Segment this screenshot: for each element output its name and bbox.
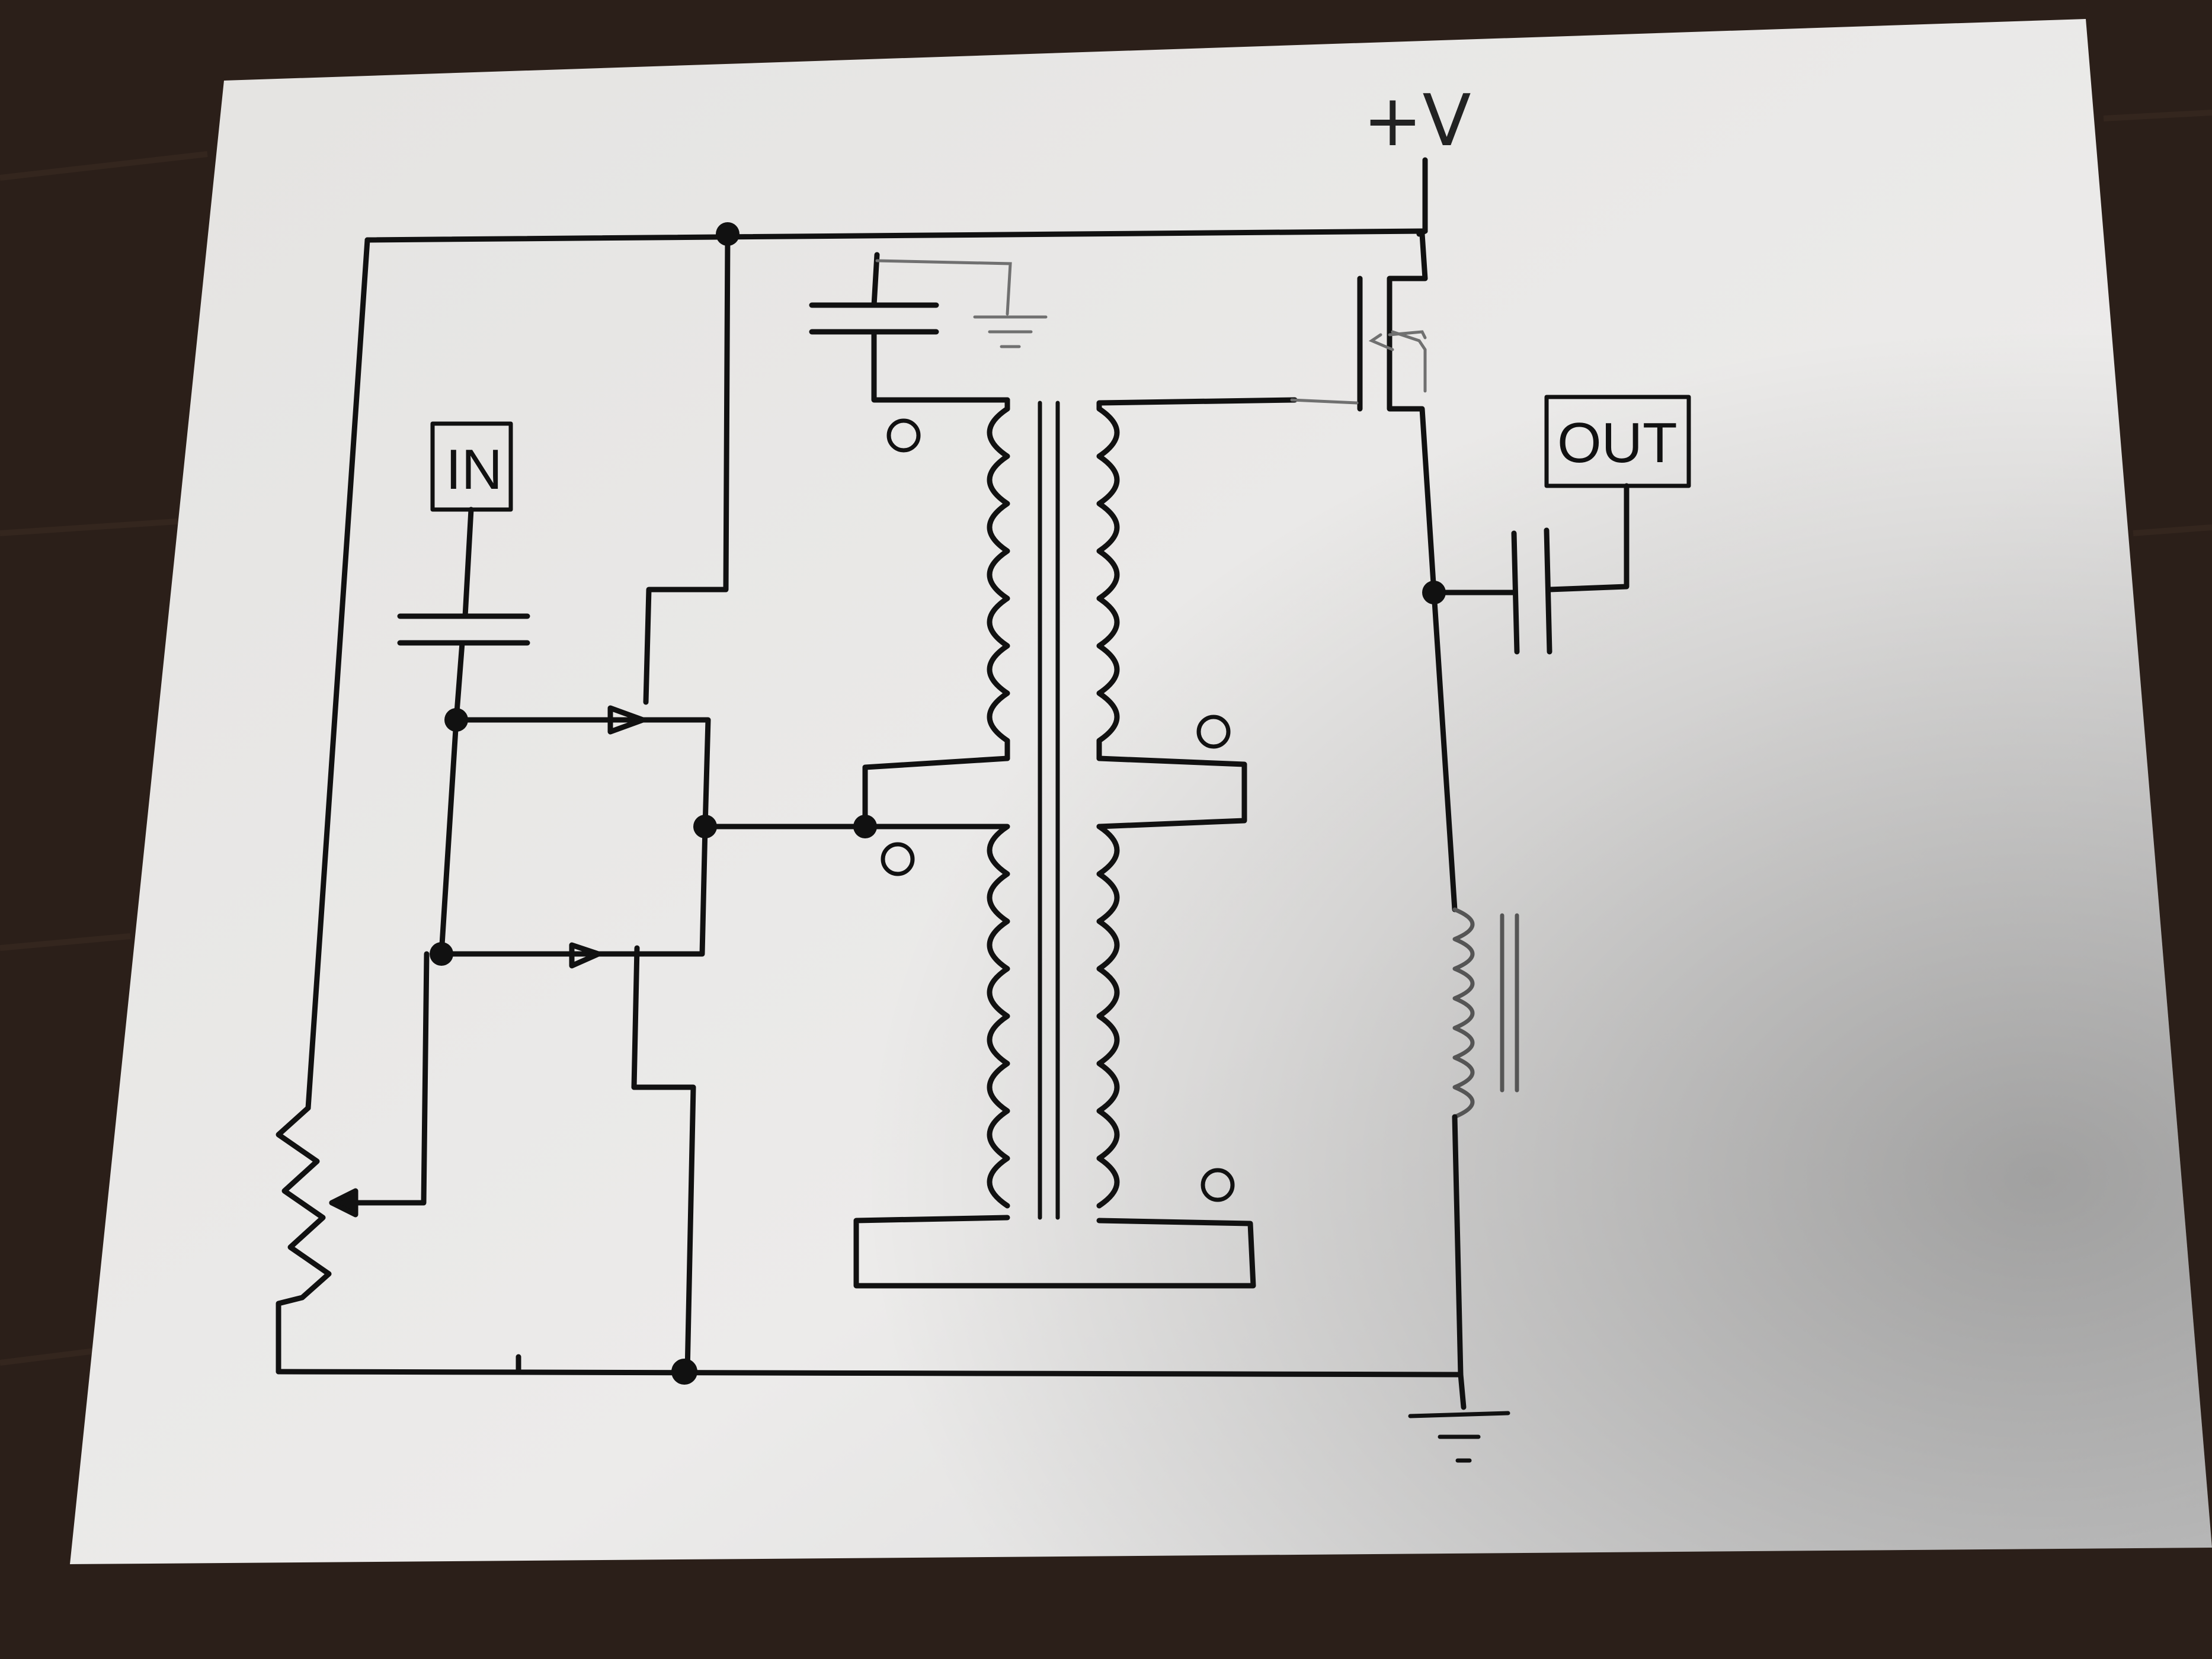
transformer-symbol	[853, 397, 1298, 1289]
phase-dot	[1201, 1168, 1235, 1202]
junction-dot	[444, 708, 468, 732]
upper-transistor-arrow	[607, 705, 646, 735]
top-rail-wire	[364, 228, 1428, 243]
junction-dots	[430, 222, 1446, 1385]
junction-dot	[430, 942, 453, 966]
ground-symbol	[973, 315, 1048, 348]
supply-label: +V	[1363, 80, 1471, 162]
out-label: OUT	[1557, 411, 1678, 475]
schematic	[276, 157, 1691, 1463]
inductor-symbol	[1452, 907, 1519, 1119]
junction-dot	[1422, 581, 1446, 604]
phase-dot	[1196, 715, 1231, 749]
paper-shadow	[70, 19, 2212, 1564]
junction-dot	[693, 815, 717, 838]
out-label-box	[1544, 395, 1691, 488]
in-label: IN	[446, 438, 502, 501]
mosfet-symbol	[643, 231, 731, 830]
junction-dot	[853, 815, 877, 838]
desk-grain	[0, 110, 2212, 1366]
phase-dot	[886, 418, 921, 453]
ground-symbol	[1408, 1411, 1510, 1463]
phase-dot	[881, 842, 915, 876]
bottom-rail-wire	[276, 1369, 1464, 1378]
lower-transistor-arrow	[569, 942, 601, 969]
junction-dot	[716, 222, 740, 246]
junction-dot	[671, 1359, 697, 1385]
pencil-marks	[875, 259, 1427, 405]
potentiometer-symbol	[276, 951, 430, 1375]
left-rail-wire	[305, 237, 370, 1111]
